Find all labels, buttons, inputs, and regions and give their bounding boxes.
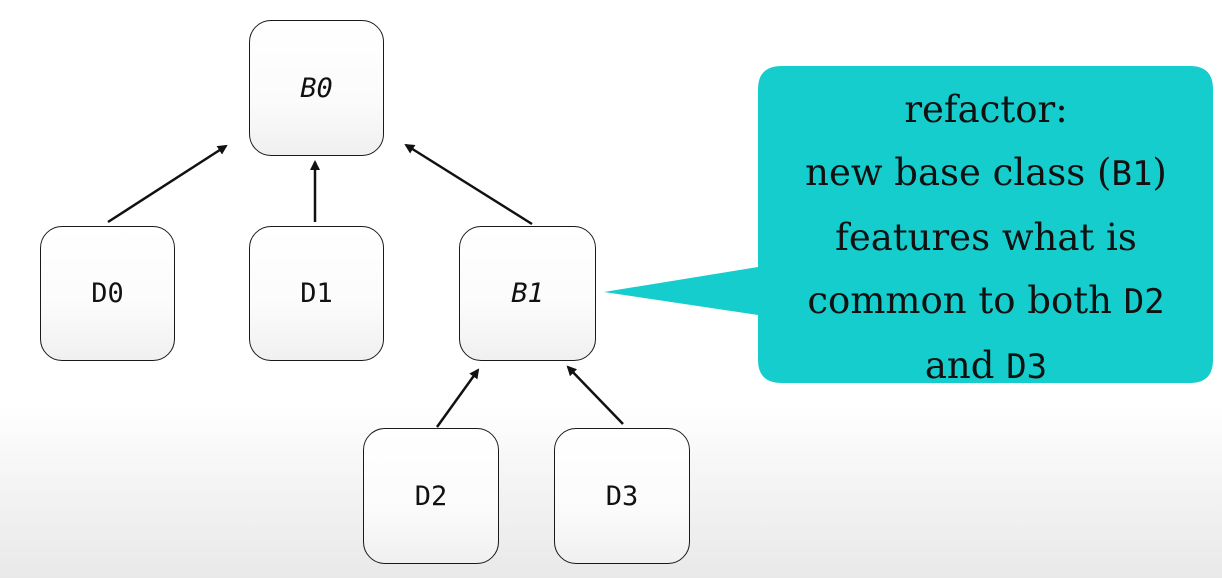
callout-line-2-text: new base class (	[805, 151, 1112, 194]
node-b1: B1	[459, 226, 596, 361]
arrow-d3-to-b1	[566, 365, 624, 425]
speech-bubble-shape	[604, 66, 1213, 383]
callout-line-5: and D3	[758, 334, 1214, 399]
node-d0: D0	[40, 226, 175, 361]
callout-line-2: new base class (B1)	[758, 141, 1214, 206]
callout-code-b1: B1	[1111, 154, 1153, 194]
callout-line-4: common to both D2	[758, 269, 1214, 334]
arrow-d0-to-b0	[107, 144, 228, 224]
callout-line-2-close: )	[1152, 151, 1167, 194]
callout-code-d3: D3	[1006, 347, 1048, 387]
callout-code-d2: D2	[1123, 282, 1165, 322]
node-d1: D1	[249, 226, 384, 361]
node-d3: D3	[554, 428, 690, 564]
callout-line-1-text: refactor:	[904, 88, 1068, 131]
callout-line-3: features what is	[758, 206, 1214, 269]
callout-line-5-text: and	[924, 344, 1007, 387]
arrow-b1-to-b0	[404, 143, 533, 226]
callout-line-3-text: features what is	[835, 216, 1137, 259]
callout-line-1: refactor:	[758, 78, 1214, 141]
node-b0: B0	[249, 20, 384, 156]
node-d2: D2	[363, 428, 499, 564]
arrow-d2-to-b1	[435, 368, 480, 428]
callout-line-4-text: common to both	[807, 279, 1124, 322]
callout-text: refactor: new base class (B1) features w…	[758, 78, 1214, 387]
